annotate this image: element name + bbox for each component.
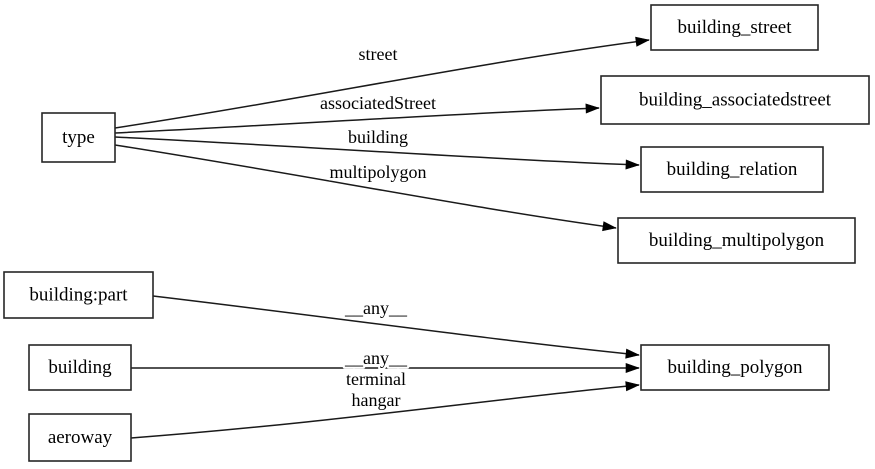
node-label: aeroway xyxy=(48,427,113,448)
edge-arrowhead xyxy=(625,362,640,374)
edge-label-halo: building xyxy=(348,127,408,147)
node-rect xyxy=(600,75,870,125)
edges-layer xyxy=(114,36,650,439)
edge-arrowhead xyxy=(625,381,640,392)
graph-node-type[interactable]: type xyxy=(41,112,116,163)
edge-label: associatedStreet xyxy=(320,93,436,113)
edge-label: hangar xyxy=(352,390,401,410)
node-rect xyxy=(3,271,154,319)
graph-edge xyxy=(152,295,640,359)
edge-arrowhead xyxy=(635,36,650,47)
graph-edge xyxy=(114,103,600,134)
edge-label-halo: multipolygon xyxy=(329,162,426,182)
graph-edge xyxy=(114,144,617,232)
nodes-layer: type building_street building_associatedst… xyxy=(3,4,870,462)
node-rect xyxy=(640,146,824,193)
graph-node-building_part[interactable]: building:part xyxy=(3,271,154,319)
graph-edge xyxy=(114,36,650,129)
graph-node-building_multipolygon[interactable]: building_multipolygon xyxy=(617,217,856,264)
node-label: building_relation xyxy=(667,159,798,180)
edge-label-group: __any____any__ xyxy=(342,346,410,371)
node-rect xyxy=(650,4,819,51)
edge-line xyxy=(114,144,617,229)
graph-edge xyxy=(114,136,640,170)
edge-label: __any__ xyxy=(344,348,408,368)
edge-arrowhead xyxy=(625,348,640,359)
graph-node-building_relation[interactable]: building_relation xyxy=(640,146,824,193)
graph-node-aeroway[interactable]: aeroway xyxy=(28,413,132,462)
edge-label: __any__ xyxy=(344,298,408,318)
edge-label: terminal xyxy=(346,369,406,389)
edge-label-halo: terminal xyxy=(346,369,406,389)
edge-label: street xyxy=(359,44,398,64)
edge-line xyxy=(114,107,600,134)
node-label: building:part xyxy=(29,284,128,305)
graph-node-building_street[interactable]: building_street xyxy=(650,4,819,51)
node-label: building xyxy=(48,357,112,378)
edge-arrowhead xyxy=(602,221,617,232)
edge-arrowhead xyxy=(585,103,600,114)
edge-label-group: __any____any__ xyxy=(342,296,410,321)
edge-label-halo: hangar xyxy=(352,390,401,410)
node-label: building_associatedstreet xyxy=(639,89,832,110)
graph-node-building_polygon[interactable]: building_polygon xyxy=(640,344,830,391)
node-rect xyxy=(28,344,132,391)
edge-arrowhead xyxy=(625,159,640,170)
edge-line xyxy=(114,136,640,166)
graph-node-building[interactable]: building xyxy=(28,344,132,391)
node-rect xyxy=(41,112,116,163)
node-label: type xyxy=(62,127,95,148)
edge-line xyxy=(152,295,640,356)
edge-line xyxy=(114,39,650,129)
graph-edge xyxy=(131,362,640,374)
edge-line xyxy=(130,384,640,439)
node-rect xyxy=(28,413,132,462)
edge-label-halo: street xyxy=(359,44,398,64)
graph-edge xyxy=(130,381,640,439)
edge-label-halo: associatedStreet xyxy=(320,93,436,113)
node-rect xyxy=(640,344,830,391)
graph-node-building_associatedstreet[interactable]: building_associatedstreet xyxy=(600,75,870,125)
node-label: building_multipolygon xyxy=(649,230,825,251)
node-label: building_street xyxy=(678,17,793,38)
edge-label-halo: __any__ xyxy=(344,298,408,318)
edge-label-halo: __any__ xyxy=(344,348,408,368)
node-rect xyxy=(617,217,856,264)
edge-label: multipolygon xyxy=(329,162,426,182)
node-label: building_polygon xyxy=(667,357,803,378)
edge-label: building xyxy=(348,127,408,147)
